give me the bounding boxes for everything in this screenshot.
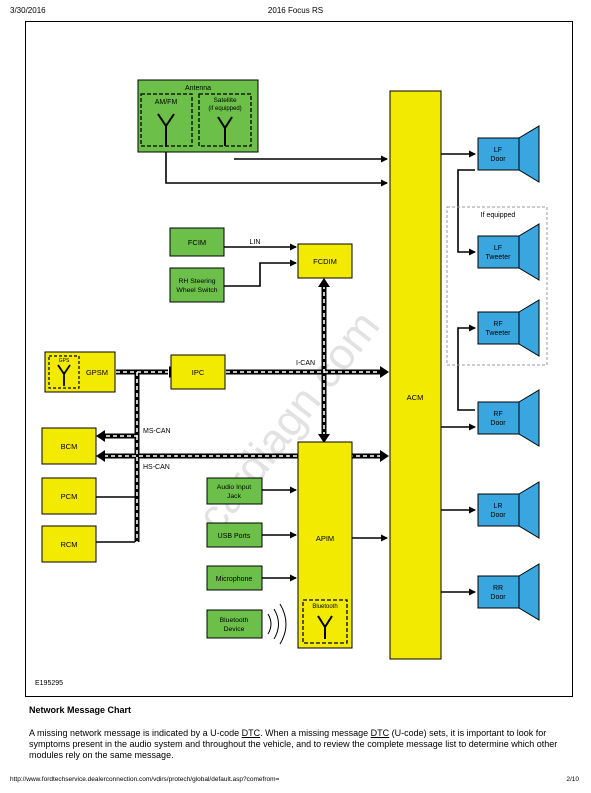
apim-label: APIM — [316, 534, 334, 543]
fcim-box — [169, 227, 225, 257]
gpsm-box — [44, 351, 116, 393]
figure-id: E195295 — [35, 680, 63, 687]
lf-door-label-2: Door — [490, 156, 506, 163]
usb-ports-label: USB Ports — [218, 533, 251, 540]
rh-switch-label-2: Wheel Switch — [176, 287, 217, 294]
ipc-box — [170, 354, 226, 390]
speaker-lf-door: LF Door — [477, 125, 540, 183]
ipc-label: IPC — [192, 368, 205, 377]
amfm-antenna-icon — [157, 113, 175, 147]
microphone-label: Microphone — [216, 576, 253, 583]
print-date: 3/30/2016 — [10, 6, 46, 15]
satellite-antenna-icon — [217, 116, 233, 146]
rr-door-label-2: Door — [490, 594, 506, 601]
para-text-2: . When a missing message — [260, 728, 371, 738]
footer-url: http://www.fordtechservice.dealerconnect… — [10, 776, 280, 783]
ican-label: I-CAN — [296, 360, 315, 367]
microphone-box — [206, 565, 263, 591]
audio-input-label-2: Jack — [227, 493, 242, 500]
acm-label: ACM — [407, 393, 424, 402]
bluetooth-device-box — [206, 609, 263, 639]
dtc-link-2[interactable]: DTC — [370, 728, 390, 738]
antenna-module — [137, 79, 259, 153]
bt-device-label-1: Bluetooth — [220, 617, 249, 624]
rf-door-label-2: Door — [490, 420, 506, 427]
bcm-box — [41, 427, 97, 465]
if-equipped-box — [446, 206, 548, 366]
rh-steering-wheel-switch-box — [169, 267, 225, 303]
para-text-3: (U-code) sets, it is important to look f… — [29, 728, 558, 760]
para-text-1: A missing network message is indicated b… — [29, 728, 242, 738]
speaker-rf-door: RF Door — [477, 389, 540, 447]
lr-door-label-1: LR — [494, 503, 503, 510]
amfm-label: AM/FM — [155, 99, 178, 106]
rcm-label: RCM — [60, 540, 77, 549]
bluetooth-antenna-icon — [317, 615, 333, 639]
fcdim-box — [297, 243, 353, 279]
pcm-label: PCM — [61, 492, 78, 501]
bluetooth-label: Bluetooth — [312, 604, 337, 610]
if-equipped-label: If equipped — [481, 212, 516, 219]
rf-tweeter-label-2: Tweeter — [486, 330, 512, 337]
apim-box — [297, 441, 353, 649]
wireless-waves-icon — [267, 603, 287, 645]
rr-door-label-1: RR — [493, 585, 503, 592]
lin-label: LIN — [250, 239, 261, 246]
bcm-label: BCM — [61, 442, 78, 451]
acm-box — [389, 90, 442, 660]
section-title: Network Message Chart — [29, 705, 132, 715]
diagram-frame — [25, 21, 573, 697]
gps-antenna-icon — [57, 364, 71, 386]
dtc-link-1[interactable]: DTC — [241, 728, 261, 738]
speaker-lf-tweeter: LF Tweeter — [477, 223, 540, 281]
bt-device-label-2: Device — [224, 626, 245, 633]
gps-label: GPS — [59, 358, 70, 364]
speaker-rr-door: RR Door — [477, 563, 540, 621]
audio-input-label-1: Audio Input — [217, 484, 252, 491]
lf-door-label-1: LF — [494, 147, 502, 154]
gpsm-label: GPSM — [86, 368, 108, 377]
lf-tweeter-label-1: LF — [494, 245, 502, 252]
rf-tweeter-label-1: RF — [493, 321, 502, 328]
audio-input-jack-box — [206, 477, 263, 505]
fcdim-label: FCDIM — [313, 257, 337, 266]
lr-door-label-2: Door — [490, 512, 506, 519]
pcm-box — [41, 477, 97, 515]
lf-tweeter-label-2: Tweeter — [486, 254, 512, 261]
hscan-label: HS-CAN — [143, 464, 170, 471]
fcim-label: FCIM — [188, 238, 206, 247]
satellite-label: Satellite — [213, 97, 237, 104]
body-paragraph: A missing network message is indicated b… — [29, 728, 569, 761]
rcm-box — [41, 525, 97, 563]
rh-switch-label-1: RH Steering — [178, 278, 215, 285]
page-number: 2/10 — [566, 776, 579, 783]
usb-ports-box — [206, 522, 263, 548]
speaker-lr-door: LR Door — [477, 481, 540, 539]
document-title: 2016 Focus RS — [267, 6, 324, 15]
gps-antenna — [48, 355, 80, 389]
mscan-label: MS-CAN — [143, 428, 171, 435]
satellite-if-equipped: (if equipped) — [208, 106, 241, 112]
rf-door-label-1: RF — [493, 411, 502, 418]
antenna-label: Antenna — [185, 85, 211, 92]
speaker-rf-tweeter: RF Tweeter — [477, 299, 540, 357]
bluetooth-antenna — [302, 599, 348, 644]
